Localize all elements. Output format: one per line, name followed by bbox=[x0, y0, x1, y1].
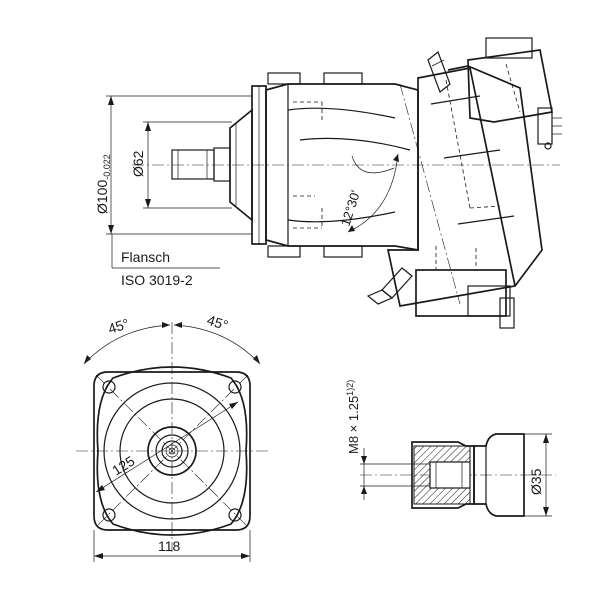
angle-left-label: 45° bbox=[106, 315, 131, 337]
flange-bolt-top-right bbox=[323, 72, 363, 85]
shaft-inner-circle bbox=[161, 440, 183, 462]
flange-curved-outline bbox=[96, 366, 248, 536]
shaft-outer-circle bbox=[155, 434, 189, 468]
thread-label: M8 × 1.251)2) bbox=[345, 380, 361, 454]
flange-label: Flansch bbox=[121, 249, 170, 265]
bolt-circle-label: 125 bbox=[109, 452, 137, 478]
thread-dimension: M8 × 1.251)2) bbox=[345, 380, 430, 500]
drive-shaft bbox=[171, 147, 231, 182]
front-view: 125 45° 45° 118 bbox=[76, 312, 268, 562]
flange-bolt-bottom-right bbox=[323, 245, 363, 258]
pilot-diameter-dimension: Ø62 bbox=[130, 121, 232, 209]
tilt-angle-dimension: 12°30' bbox=[338, 153, 399, 233]
flange-bolt-bottom-left bbox=[267, 245, 301, 258]
lower-valve-block bbox=[366, 246, 515, 329]
control-valve-block bbox=[467, 37, 562, 150]
flange-bolt-top-left bbox=[267, 72, 301, 85]
flange-diameter-dimension: Ø100-0.022 bbox=[94, 95, 252, 235]
pilot-circle bbox=[147, 426, 197, 476]
mounting-hole-top-right bbox=[228, 380, 242, 394]
flange-middle-circle bbox=[119, 398, 225, 504]
upper-port-fitting bbox=[427, 51, 451, 93]
flange-diameter-label: Ø100-0.022 bbox=[94, 154, 112, 214]
shaft-diameter-dimension: Ø35 bbox=[524, 433, 552, 517]
square-flange-outline bbox=[93, 371, 251, 531]
threaded-bore bbox=[429, 461, 471, 489]
mounting-hole-bottom-left bbox=[102, 508, 116, 522]
side-view: 12°30' Ø100-0.022 Ø62 Flansch ISO 3019-2 bbox=[94, 37, 562, 329]
mounting-holes bbox=[102, 380, 242, 522]
pilot-diameter-label: Ø62 bbox=[130, 150, 146, 177]
angle-dimension-arcs: 45° 45° bbox=[83, 312, 261, 365]
port-plate-housing bbox=[386, 65, 543, 307]
mounting-hole-top-left bbox=[102, 380, 116, 394]
flange-standard-callout: Flansch ISO 3019-2 bbox=[111, 234, 220, 288]
tilt-angle-label: 12°30' bbox=[338, 188, 364, 227]
shaft-end-detail: M8 × 1.251)2) Ø35 bbox=[345, 380, 556, 517]
shaft-diameter-label: Ø35 bbox=[528, 468, 544, 495]
flange-outer-circle bbox=[103, 382, 241, 520]
flange-standard-label: ISO 3019-2 bbox=[121, 272, 193, 288]
width-dimension: 118 bbox=[93, 530, 251, 562]
width-label: 118 bbox=[158, 538, 181, 554]
angle-right-label: 45° bbox=[205, 312, 230, 334]
mounting-hole-bottom-right bbox=[228, 508, 242, 522]
